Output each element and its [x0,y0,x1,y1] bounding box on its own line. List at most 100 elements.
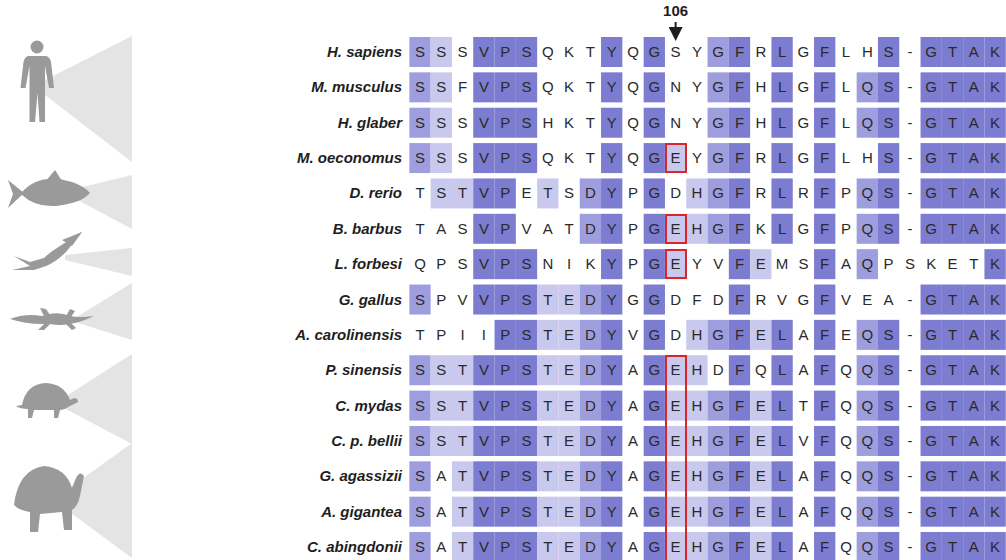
conservation-shade [921,461,942,491]
residue: S [516,290,537,310]
conservation-shade [814,249,835,279]
conservation-shade [878,37,899,67]
residue: G [793,113,814,133]
conservation-shade [729,143,750,173]
conservation-shade [473,72,494,102]
conservation-shade [984,320,1005,350]
conservation-shade [495,532,516,560]
residue: S [452,113,473,133]
conservation-shade [963,178,984,208]
residue: T [942,77,963,97]
residue: G [644,219,665,239]
residue: H [686,325,707,345]
conservation-shade [963,143,984,173]
residue: G [921,502,942,522]
conservation-shade [665,355,686,385]
residue: Q [857,77,878,97]
residue: G [793,42,814,62]
residue: P [495,148,516,168]
residue: Y [601,42,622,62]
conservation-shade [409,285,430,315]
conservation-shade [409,426,430,456]
conservation-shade [644,355,665,385]
residue: E [857,290,878,310]
residue: T [410,183,431,203]
conservation-shade [495,426,516,456]
residue: G [921,113,942,133]
conservation-shade [963,461,984,491]
residue: F [729,466,750,486]
residue: Y [601,396,622,416]
conservation-shade [878,72,899,102]
residue: L [836,77,857,97]
residue: G [644,183,665,203]
residue: L [772,325,793,345]
residue: S [452,148,473,168]
residue: V [623,325,644,345]
residue: S [410,431,431,451]
conservation-shade [537,320,558,350]
residue: G [644,254,665,274]
residue: F [729,431,750,451]
residue: M [772,254,793,274]
residue: S [878,42,899,62]
conservation-shade [686,497,707,527]
residue: S [793,254,814,274]
conservation-shade [729,461,750,491]
conservation-shade [942,426,963,456]
conservation-shade [857,320,878,350]
residue: T [580,42,601,62]
residue: P [495,77,516,97]
conservation-shade [814,426,835,456]
residue: P [495,325,516,345]
residue: D [665,325,686,345]
conservation-shade [495,355,516,385]
conservation-shade [942,178,963,208]
species-name: G. agassizii [140,466,402,486]
conservation-shade [963,108,984,138]
residue: Q [857,325,878,345]
residue: - [899,290,920,310]
conservation-shade [409,497,430,527]
residue: Q [410,254,431,274]
highlight-box: EEEEEE [665,355,687,560]
conservation-shade [921,143,942,173]
residue: T [452,466,473,486]
conservation-shade [558,285,579,315]
residue: T [537,183,558,203]
residue: S [516,431,537,451]
conservation-shade [601,391,622,421]
conservation-shade [452,178,473,208]
residue: V [473,42,494,62]
residue: A [963,183,984,203]
residue: K [750,219,771,239]
conservation-shade [857,532,878,560]
species-name: H. sapiens [140,42,402,62]
residue: T [942,431,963,451]
residue: G [921,183,942,203]
conservation-shade [580,214,601,244]
residue: G [708,219,729,239]
residue: T [942,219,963,239]
residue: G [644,77,665,97]
residue: F [814,502,835,522]
conservation-shade [942,72,963,102]
residue: P [431,254,452,274]
conservation-shade [452,391,473,421]
conservation-shade [729,108,750,138]
residue: K [559,42,580,62]
residue: K [985,77,1006,97]
conservation-shade [771,461,792,491]
residue: D [580,183,601,203]
residue: Y [601,148,622,168]
residue: A [963,466,984,486]
conservation-shade [771,37,792,67]
conservation-shade [601,426,622,456]
conservation-shade [878,178,899,208]
conservation-shade [537,497,558,527]
conservation-shade [729,320,750,350]
conservation-shade [878,532,899,560]
conservation-shade [984,249,1005,279]
conservation-shade [942,108,963,138]
conservation-shade [516,108,537,138]
